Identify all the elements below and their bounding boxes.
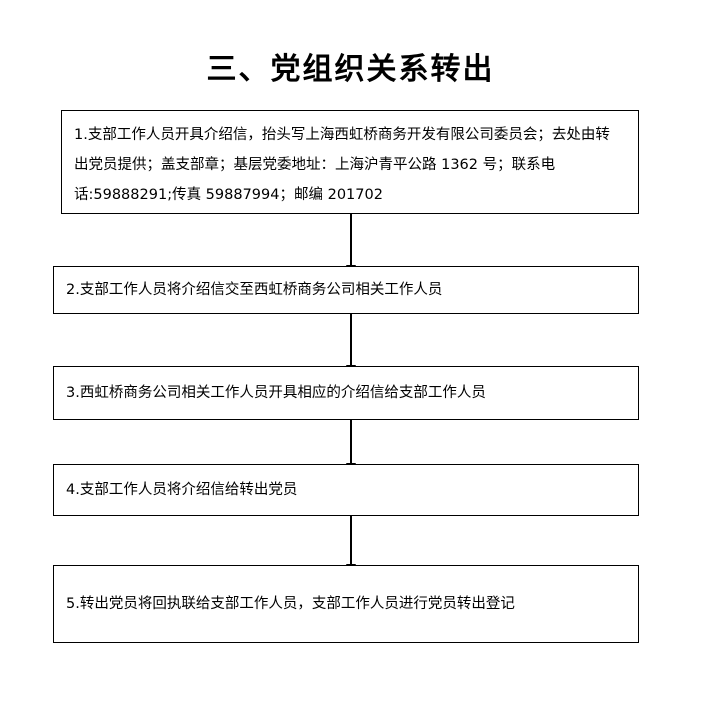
flow-step-5: 5.转出党员将回执联给支部工作人员，支部工作人员进行党员转出登记 xyxy=(53,565,639,643)
flow-step-5-text: 5.转出党员将回执联给支部工作人员，支部工作人员进行党员转出登记 xyxy=(66,596,515,612)
flow-step-1-text: 1.支部工作人员开具介绍信，抬头写上海西虹桥商务开发有限公司委员会；去处由转出党… xyxy=(74,127,610,203)
connector-arrow-2 xyxy=(350,314,352,366)
flow-step-1: 1.支部工作人员开具介绍信，抬头写上海西虹桥商务开发有限公司委员会；去处由转出党… xyxy=(61,110,639,214)
flow-step-2: 2.支部工作人员将介绍信交至西虹桥商务公司相关工作人员 xyxy=(53,266,639,314)
flow-step-4-text: 4.支部工作人员将介绍信给转出党员 xyxy=(66,482,298,498)
flow-step-4: 4.支部工作人员将介绍信给转出党员 xyxy=(53,464,639,516)
connector-arrow-1 xyxy=(350,214,352,266)
connector-arrow-4 xyxy=(350,516,352,565)
flow-step-3: 3.西虹桥商务公司相关工作人员开具相应的介绍信给支部工作人员 xyxy=(53,366,639,420)
flow-step-3-text: 3.西虹桥商务公司相关工作人员开具相应的介绍信给支部工作人员 xyxy=(66,385,486,401)
page-title: 三、党组织关系转出 xyxy=(206,52,495,87)
flow-step-2-text: 2.支部工作人员将介绍信交至西虹桥商务公司相关工作人员 xyxy=(66,282,443,298)
connector-arrow-3 xyxy=(350,420,352,464)
